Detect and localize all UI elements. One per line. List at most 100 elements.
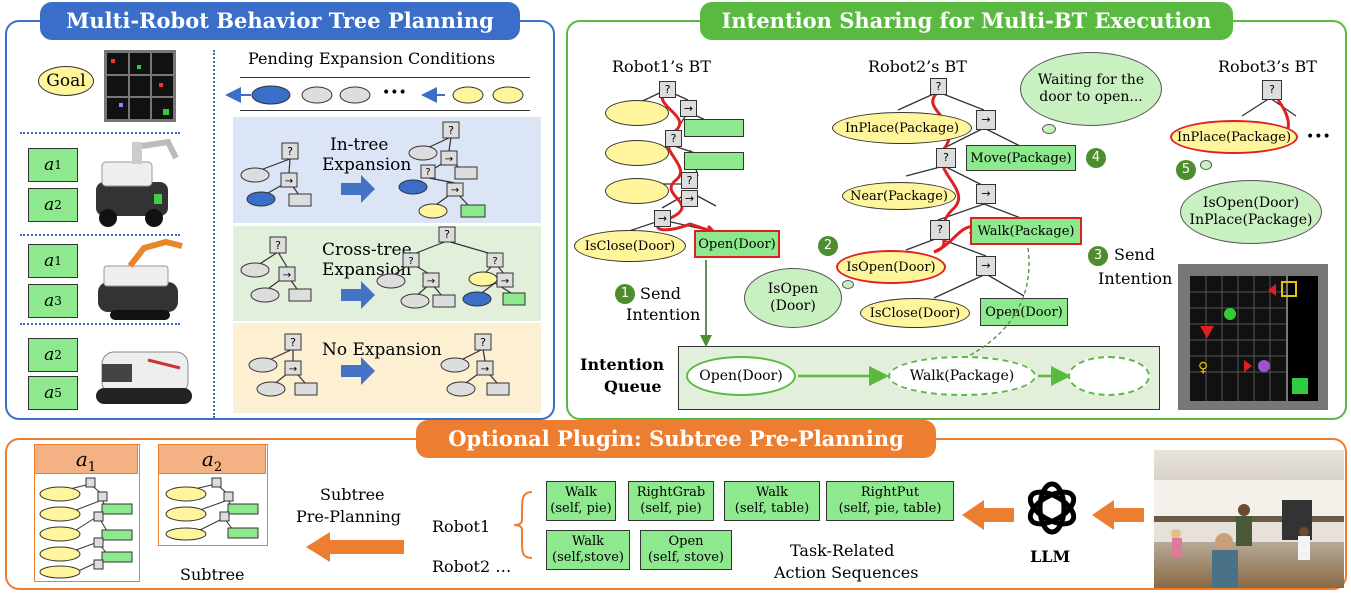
action-label: a xyxy=(44,195,55,215)
r2-fallback: ? xyxy=(930,78,947,95)
step-2: 2 xyxy=(818,236,838,256)
r2-isopen-door: IsOpen(Door) xyxy=(836,250,946,284)
seq-args: (self,stove) xyxy=(552,550,624,565)
cloud-robot3: IsOpen(Door) InPlace(Package) xyxy=(1180,180,1322,244)
task-related-line2: Action Sequences xyxy=(774,563,919,582)
svg-text:?: ? xyxy=(444,228,450,241)
pending-ellipsis: ••• xyxy=(382,85,407,101)
llm-logo-icon xyxy=(1027,481,1077,535)
seq-r1-2: RightGrab(self, pie) xyxy=(628,481,714,521)
action-label: a xyxy=(44,345,55,365)
seq-r1-3: Walk(self, table) xyxy=(724,481,820,521)
r1-fallback-3: ? xyxy=(681,172,698,189)
r1-act-2 xyxy=(684,152,744,170)
r2-inplace-package: InPlace(Package) xyxy=(832,112,972,144)
bottom-panel-title: Optional Plugin: Subtree Pre-Planning xyxy=(416,420,936,458)
bottom-robot1: Robot1 xyxy=(432,517,491,536)
subtree-a2-header: a2 xyxy=(158,444,266,475)
pending-queue-line-bottom xyxy=(240,110,530,111)
send-3-line1: Send xyxy=(1114,245,1155,264)
pending-label: Pending Expansion Conditions xyxy=(248,49,496,68)
cloud-waiting-text: Waiting for the door to open... xyxy=(1037,72,1145,105)
subtree-caption: Subtree xyxy=(180,565,245,584)
pending-queue xyxy=(225,85,524,105)
step-1: 1 xyxy=(615,284,635,304)
seq-name: RightPut xyxy=(860,485,920,500)
in-tree-label-2: Expansion xyxy=(322,155,412,175)
svg-text:→: → xyxy=(501,276,509,287)
preplan-line2: Pre-Planning xyxy=(296,507,401,526)
seq-name: Walk xyxy=(564,485,598,500)
svg-text:→: → xyxy=(451,185,459,196)
step-5: 5 xyxy=(1176,160,1196,180)
robot-image-1 xyxy=(96,138,179,227)
cloud-robot3-tail xyxy=(1200,160,1212,170)
seq-r2-2: Open(self, stove) xyxy=(640,530,732,570)
subtree-a1-header: a1 xyxy=(34,444,138,475)
svg-text:→: → xyxy=(481,364,489,375)
r2-seq-3: → xyxy=(976,256,996,276)
r2-isclose-door: IsClose(Door) xyxy=(860,298,970,328)
seq-name: Walk xyxy=(755,485,789,500)
left-panel-title: Multi-Robot Behavior Tree Planning xyxy=(40,2,520,40)
cloud-isopen-l1: IsOpen xyxy=(767,281,819,297)
send-1-line2: Intention xyxy=(626,305,701,324)
step-4: 4 xyxy=(1086,148,1106,168)
cloud-isopen-l2: (Door) xyxy=(770,298,816,314)
in-tree-band xyxy=(233,117,541,223)
queue-empty xyxy=(1068,356,1150,396)
llm-label: LLM xyxy=(1030,547,1071,566)
svg-text:?: ? xyxy=(290,336,296,349)
seq-args: (self, pie) xyxy=(640,501,702,516)
r1-act-1 xyxy=(684,119,744,137)
seq-r2-1: Walk(self,stove) xyxy=(546,530,630,570)
r2-near-package: Near(Package) xyxy=(842,182,956,210)
send-1-line1: Send xyxy=(640,284,681,303)
svg-text:→: → xyxy=(283,270,291,281)
svg-text:→: → xyxy=(427,276,435,287)
svg-text:→: → xyxy=(445,154,453,165)
preplan-arrow xyxy=(306,532,404,562)
queue-walk-package: Walk(Package) xyxy=(888,356,1036,396)
kitchen-scene xyxy=(1154,450,1344,588)
svg-text:♀: ♀ xyxy=(1198,360,1208,376)
r1-cond-2 xyxy=(605,140,669,166)
divider-1 xyxy=(20,132,180,134)
svg-text:?: ? xyxy=(492,256,497,267)
cloud-isopen: IsOpen (Door) xyxy=(744,268,842,328)
seq-r1-4: RightPut(self, pie, table) xyxy=(826,481,954,521)
r1-isclose-door: IsClose(Door) xyxy=(574,230,686,262)
svg-text:?: ? xyxy=(408,256,413,267)
seq-r1-1: Walk(self, pie) xyxy=(546,481,616,521)
seq-name: Walk xyxy=(571,534,605,549)
r2-seq-1: → xyxy=(976,110,996,130)
r1-cond-1 xyxy=(605,100,669,126)
svg-text:?: ? xyxy=(480,336,486,349)
action-label: a xyxy=(44,383,55,403)
r1-seq-1: → xyxy=(680,100,697,117)
no-expansion-label: No Expansion xyxy=(322,340,442,360)
seq-args: (self, pie) xyxy=(550,501,612,516)
r1-fallback-2: ? xyxy=(665,130,682,147)
cloud-waiting: Waiting for the door to open... xyxy=(1020,52,1162,126)
robot-image-3 xyxy=(96,351,192,404)
seq-args: (self, stove) xyxy=(647,550,725,565)
divider-3 xyxy=(20,323,180,325)
subtree-a2-tree xyxy=(165,477,259,541)
task-related-line1: Task-Related xyxy=(790,541,895,560)
robot1-bt-label: Robot1’s BT xyxy=(612,57,711,76)
llm-arrow-left xyxy=(962,500,1014,530)
expansion-trees: ? → ? → ? → ? → ? ? ? xyxy=(240,121,526,397)
r3-fallback: ? xyxy=(1262,80,1282,100)
r3-inplace-package: InPlace(Package) xyxy=(1170,120,1298,154)
r1-cond-3 xyxy=(605,178,669,204)
queue-open-door: Open(Door) xyxy=(686,356,796,396)
cloud-isopen-tail xyxy=(842,280,854,289)
queue-label-1: Intention xyxy=(580,355,665,374)
vertical-divider xyxy=(213,50,215,418)
r2-fallback-3: ? xyxy=(930,220,950,240)
